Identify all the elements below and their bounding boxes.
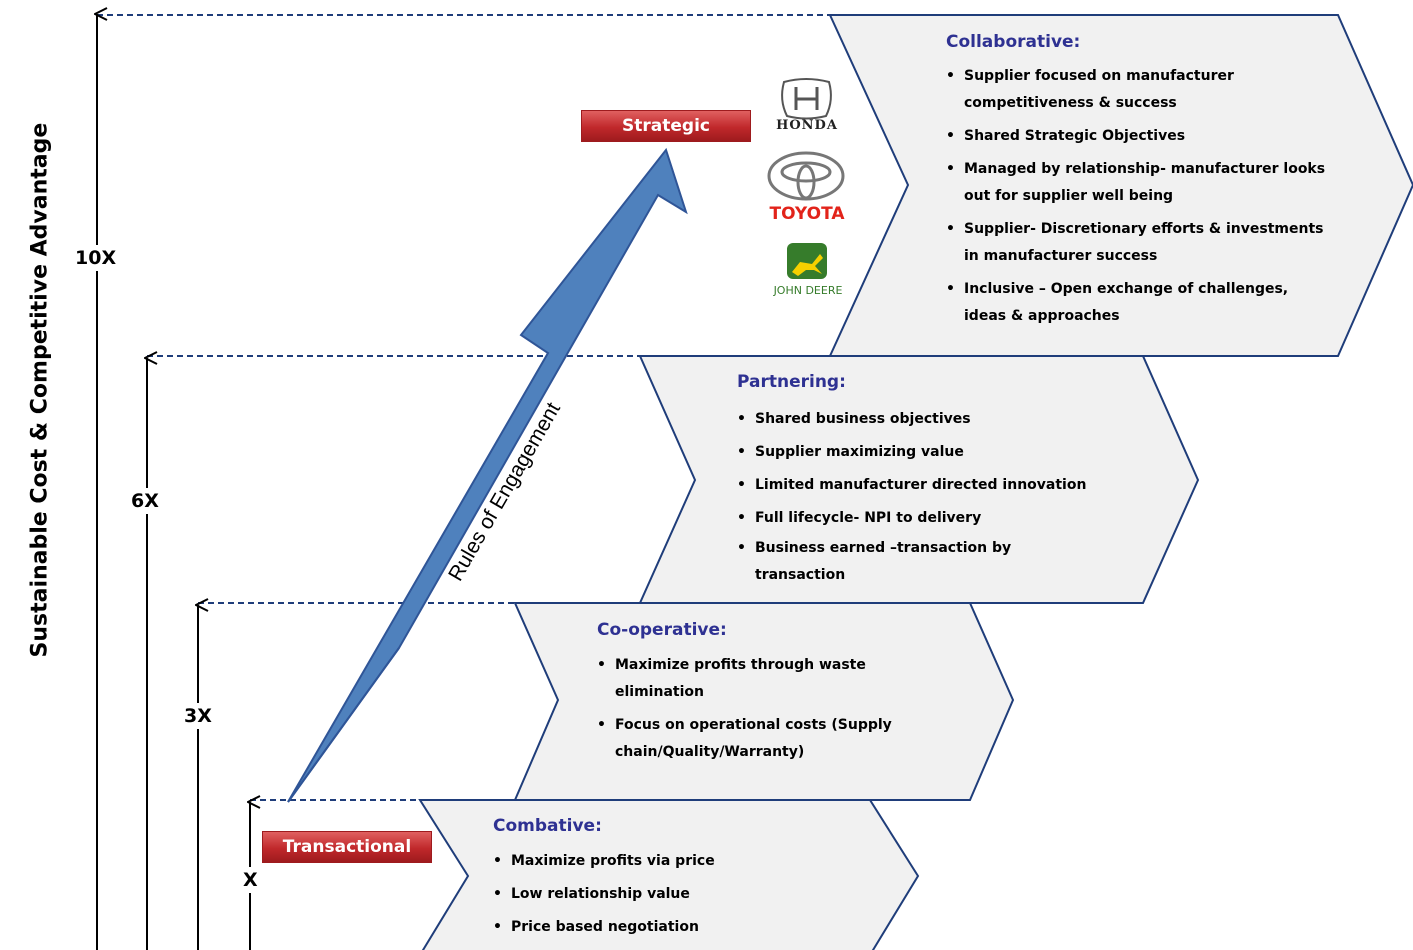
john-deere-wordmark: JOHN DEERE [773,284,843,297]
level-label-3x: 3X [182,703,214,729]
rules-arrow-fill-fix [287,647,400,803]
honda-logo [781,78,832,120]
partnering-bullet: Shared business objectives [737,403,1132,436]
y-axis-title: Sustainable Cost & Competitive Advantage [27,122,53,658]
john-deere-logo [787,243,827,279]
combative-bullet: Price based negotiation [493,911,823,944]
toyota-wordmark: TOYOTA [769,204,845,224]
collaborative-bullet: Inclusive – Open exchange of challenges,… [946,276,1331,330]
cooperative-title: Co-operative: [597,620,727,640]
partnering-title: Partnering: [737,372,846,392]
transactional-tag: Transactional [262,831,432,863]
cooperative-bullet: Maximize profits through waste eliminati… [597,652,937,706]
rules-of-engagement-arrow [287,147,688,803]
combative-bullet: Low relationship value [493,878,823,911]
collaborative-bullet: Supplier focused on manufacturer competi… [946,63,1331,117]
cooperative-bullets: Maximize profits through waste eliminati… [597,652,937,772]
collaborative-title: Collaborative: [946,32,1081,52]
collaborative-bullets: Supplier focused on manufacturer competi… [946,63,1331,336]
toyota-logo [767,151,845,201]
partnering-bullet: Limited manufacturer directed innovation [737,469,1132,502]
strategic-tag: Strategic [581,110,751,142]
partnering-bullet: Full lifecycle- NPI to delivery [737,502,1132,535]
combative-bullets: Maximize profits via price Low relations… [493,845,823,944]
partnering-bullet: Supplier maximizing value [737,436,1132,469]
cooperative-bullet: Focus on operational costs (Supply chain… [597,712,937,766]
level-label-10x: 10X [73,245,119,271]
combative-bullet: Maximize profits via price [493,845,823,878]
level-label-x: X [241,867,260,893]
level-label-6x: 6X [129,488,161,514]
collaborative-bullet: Supplier- Discretionary efforts & invest… [946,216,1331,270]
combative-title: Combative: [493,816,602,836]
partnering-bullet: Business earned –transaction by transact… [737,535,1085,589]
collaborative-bullet: Shared Strategic Objectives [946,123,1331,150]
collaborative-bullet: Managed by relationship- manufacturer lo… [946,156,1331,210]
honda-wordmark: HONDA [776,118,838,133]
partnering-bullets: Shared business objectives Supplier maxi… [737,403,1132,589]
